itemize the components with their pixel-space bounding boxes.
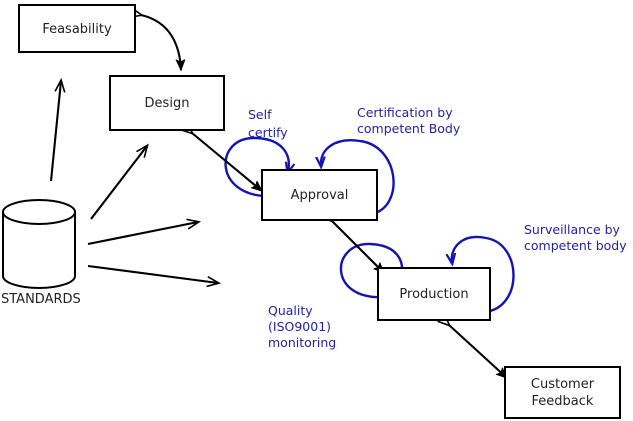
node-customer-feedback-label-line2: Feedback bbox=[532, 394, 594, 409]
flow-standards-approval bbox=[87, 222, 198, 246]
node-feasability[interactable]: Feasability bbox=[18, 4, 136, 53]
flow-feasability-design bbox=[141, 15, 181, 70]
node-approval-label: Approval bbox=[291, 188, 349, 203]
loop-certification-competent-body bbox=[321, 139, 395, 216]
annotation-surveillance-line2: competent body bbox=[524, 238, 627, 253]
node-standards-label: STANDARDS bbox=[1, 292, 81, 307]
node-design-label: Design bbox=[145, 96, 190, 111]
loop-surveillance-competent-body bbox=[452, 235, 515, 314]
node-production[interactable]: Production bbox=[377, 267, 491, 321]
node-standards-datastore[interactable]: STANDARDS bbox=[1, 199, 81, 307]
annotation-self-certify-line2: certify bbox=[248, 125, 288, 140]
annotation-certification-line2: competent Body bbox=[357, 121, 461, 136]
annotation-quality-line2: (ISO9001) bbox=[268, 319, 331, 334]
annotation-certification-line1: Certification by bbox=[357, 105, 453, 120]
annotation-quality-monitoring: Quality (ISO9001) monitoring bbox=[268, 303, 336, 350]
annotation-self-certify-line1: Self bbox=[248, 107, 272, 122]
annotation-surveillance-line1: Surveillance by bbox=[524, 222, 621, 237]
flow-standards-production bbox=[87, 264, 218, 283]
flow-production-customer-feedback bbox=[449, 325, 507, 378]
annotation-certification-competent-body: Certification by competent Body bbox=[357, 105, 461, 136]
node-design[interactable]: Design bbox=[109, 75, 225, 131]
flow-standards-design bbox=[90, 146, 147, 220]
flow-approval-production bbox=[332, 221, 384, 273]
annotation-quality-line3: monitoring bbox=[268, 335, 336, 350]
flow-design-approval bbox=[192, 133, 262, 191]
node-approval[interactable]: Approval bbox=[261, 169, 378, 221]
node-customer-feedback-label-line1: Customer bbox=[531, 377, 595, 392]
node-production-label: Production bbox=[399, 287, 468, 302]
annotation-surveillance-competent-body: Surveillance by competent body bbox=[524, 222, 627, 253]
node-customer-feedback[interactable]: Customer Feedback bbox=[504, 366, 621, 419]
node-feasability-label: Feasability bbox=[42, 22, 112, 37]
flow-standards-feasability bbox=[49, 81, 61, 182]
annotation-quality-line1: Quality bbox=[268, 303, 313, 318]
annotation-self-certify: Self certify bbox=[248, 107, 288, 140]
